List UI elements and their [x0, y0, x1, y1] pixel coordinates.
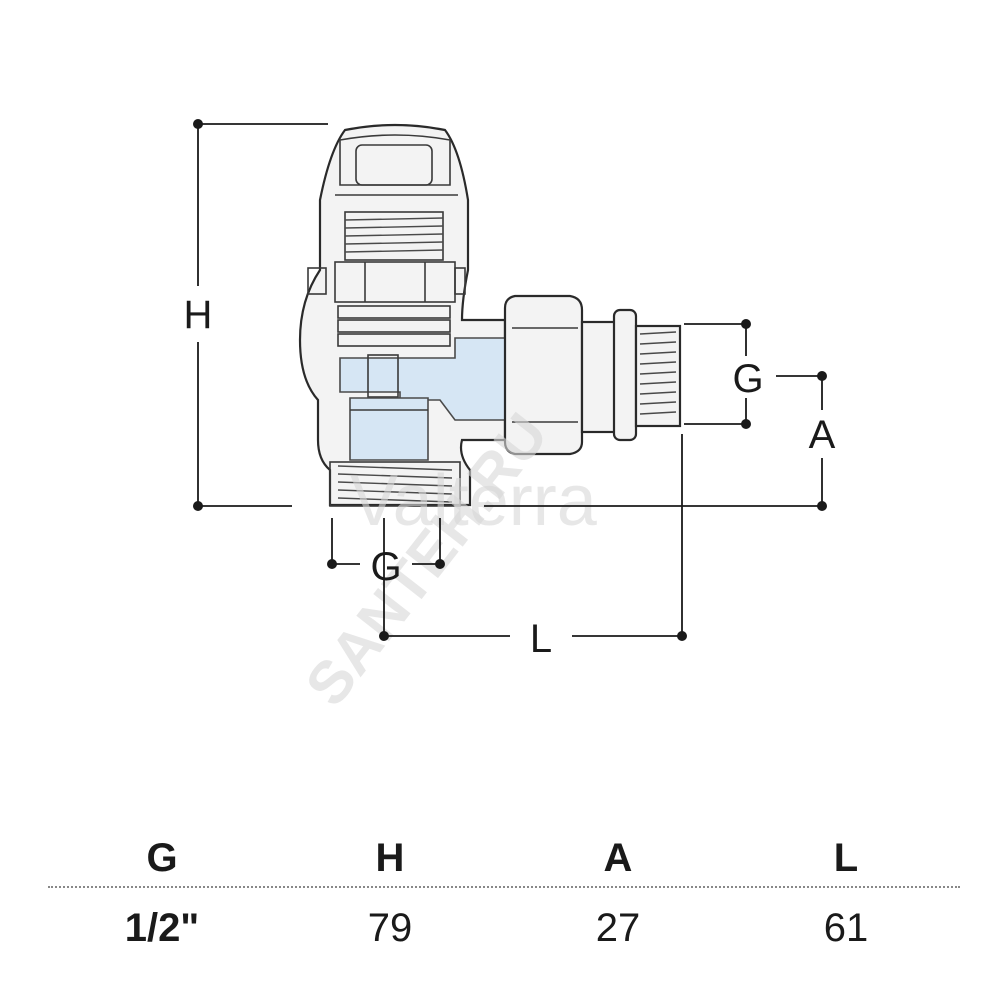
dimension-l: L: [379, 434, 687, 661]
spec-header-l: L: [833, 836, 859, 880]
spec-table: G H A L 1/2" 79 27 61: [48, 830, 960, 960]
dimension-label-h: H: [184, 293, 213, 337]
dimension-label-l: L: [530, 617, 552, 661]
spec-header-g: G: [146, 836, 178, 880]
dimension-g-side: G: [684, 319, 764, 429]
spec-header-a: A: [603, 836, 633, 880]
dimension-label-a: A: [809, 413, 836, 457]
spec-value-g: 1/2": [124, 906, 200, 950]
spec-table-value-row: 1/2" 79 27 61: [48, 888, 960, 960]
spec-table-header-row: G H A L: [48, 830, 960, 886]
bottom-thread: [329, 461, 461, 507]
union-nut: [503, 294, 584, 456]
spec-header-h: H: [375, 836, 405, 880]
brand-watermark: Valterra: [350, 461, 598, 541]
dimension-a: A: [484, 371, 836, 511]
side-thread: [634, 324, 682, 428]
tail-pipe: [580, 308, 638, 442]
spec-table-divider: [48, 886, 960, 888]
spec-value-a: 27: [595, 906, 641, 950]
dimension-g-bottom: G: [327, 518, 445, 589]
valve-body: [298, 123, 507, 507]
dimension-label-g-side: G: [732, 357, 763, 401]
spindle-thread: [344, 211, 444, 261]
dimension-h: H: [184, 119, 328, 511]
spec-value-h: 79: [367, 906, 413, 950]
spec-value-l: 61: [823, 906, 869, 950]
dimension-label-g-bottom: G: [370, 545, 401, 589]
